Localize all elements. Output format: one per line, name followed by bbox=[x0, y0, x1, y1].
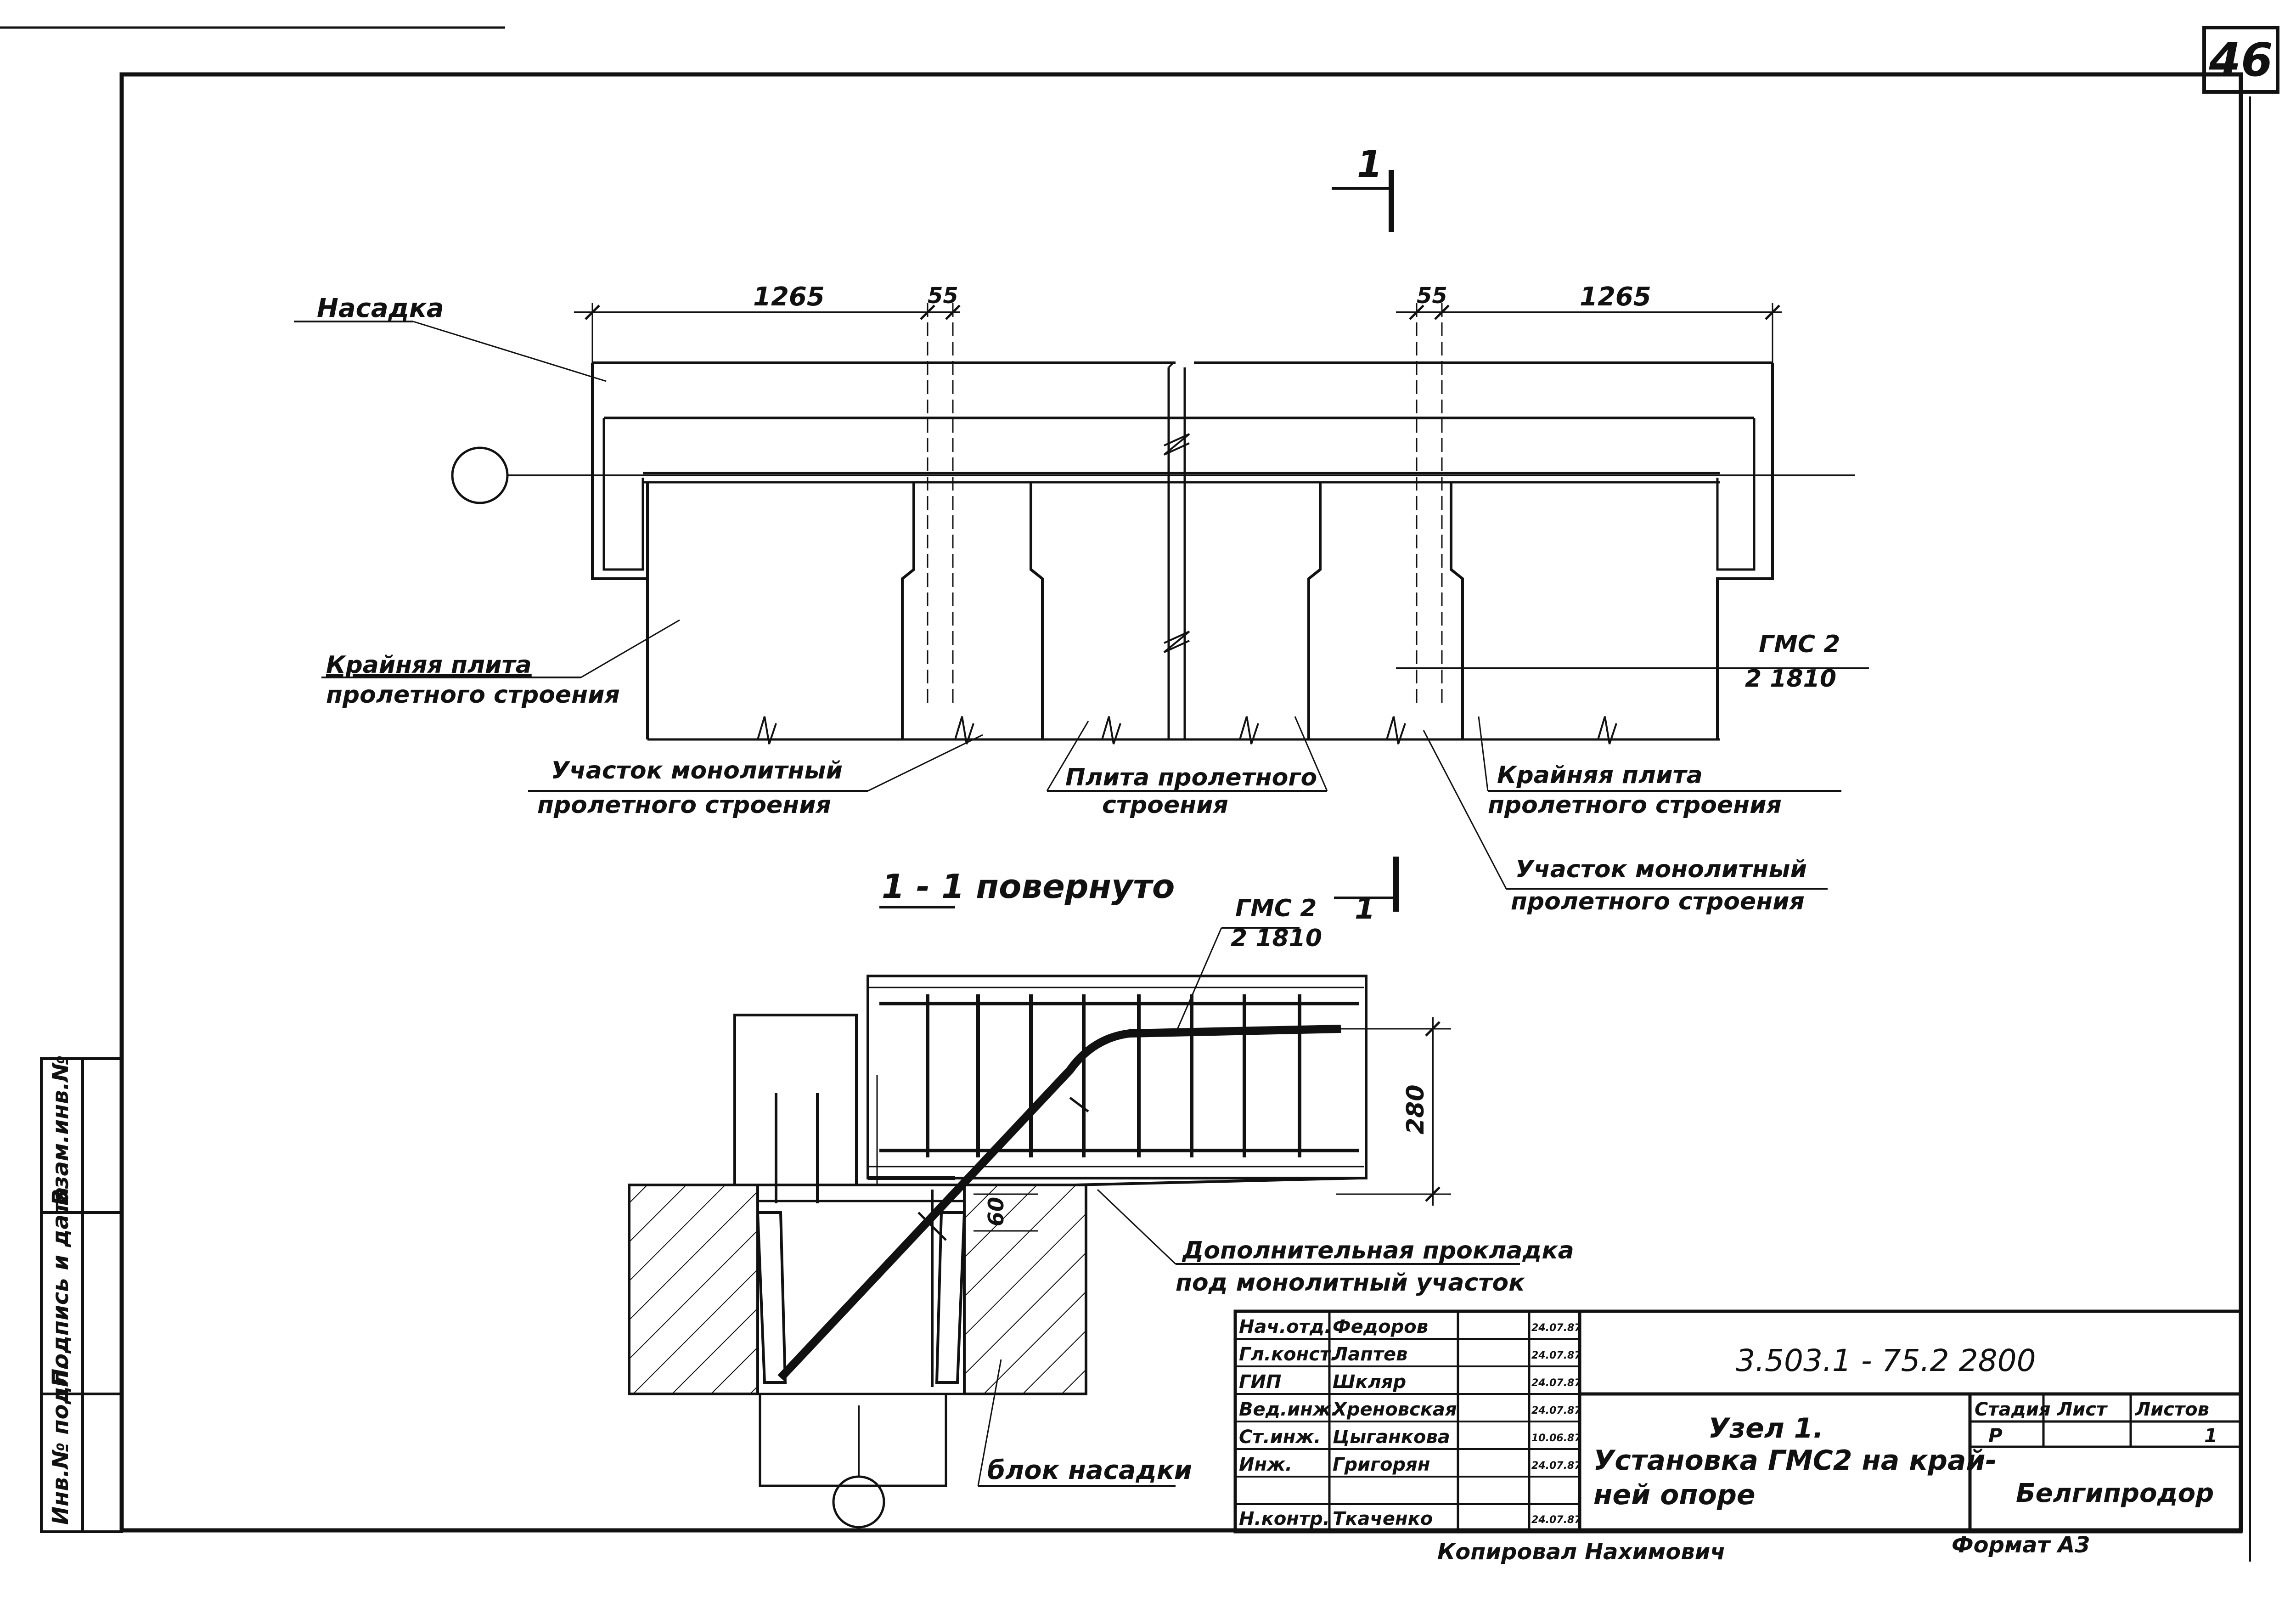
tb-name-0: Федоров bbox=[1333, 1316, 1428, 1337]
tb-name-5: Григорян bbox=[1333, 1454, 1430, 1475]
pad-label-2: под монолитный участок bbox=[1176, 1269, 1525, 1297]
tb-role-0: Нач.отд. bbox=[1239, 1316, 1331, 1337]
section-gmc-2: 2 1810 bbox=[1231, 925, 1322, 952]
tb-sheets-label: Листов bbox=[2135, 1399, 2209, 1420]
monolithic-slab bbox=[867, 975, 1367, 1179]
tb-title-2: Установка ГМС2 на край- bbox=[1593, 1444, 1997, 1477]
tb-name-6: Ткаченко bbox=[1333, 1508, 1433, 1529]
callout-edge-slab-left-2: пролетного строения bbox=[326, 681, 620, 709]
section-title: 1 - 1 повернуто bbox=[882, 867, 1175, 906]
tb-date-4: 10.06.87 bbox=[1531, 1433, 1581, 1444]
pad-callout: Дополнительная прокладка под монолитный … bbox=[1097, 1189, 1574, 1297]
section-mark-top: 1 bbox=[1332, 143, 1394, 232]
tb-role-5: Инж. bbox=[1239, 1454, 1292, 1475]
tb-role-1: Гл.конст. bbox=[1239, 1344, 1337, 1365]
sheet-number-box: 46 bbox=[2202, 26, 2279, 94]
dim-280-group: 280 bbox=[1336, 1017, 1451, 1206]
tb-copied: Копировал Нахимович bbox=[1437, 1539, 1725, 1565]
section-gmc-1: ГМС 2 bbox=[1235, 895, 1317, 922]
tb-name-4: Цыганкова bbox=[1333, 1427, 1450, 1448]
sheet-number: 46 bbox=[2208, 33, 2273, 87]
slab-top bbox=[643, 472, 1720, 484]
section-mark-lower: 1 bbox=[1334, 857, 1399, 926]
callout-slab-center-1: Плита пролетного bbox=[1065, 764, 1317, 791]
callout-nasadka: Насадка bbox=[317, 293, 444, 323]
tb-role-4: Ст.инж. bbox=[1239, 1427, 1321, 1448]
callout-edge-slab-right-2: пролетного строения bbox=[1488, 791, 1782, 819]
dim-1265-left: 1265 bbox=[753, 282, 825, 312]
pad-label-1: Дополнительная прокладка bbox=[1182, 1237, 1574, 1264]
dim-1265-right: 1265 bbox=[1580, 282, 1651, 312]
sheet-frame: Инв.№ подл. Подпись и дата Взам.инв.№ 46 bbox=[0, 26, 2279, 1562]
callout-gmc-2: 2 1810 bbox=[1745, 665, 1836, 693]
callout-mono-left-1: Участок монолитный bbox=[551, 757, 843, 784]
callout-edge-slab-left-1: Крайняя плита bbox=[326, 651, 532, 679]
dim-60: 60 bbox=[984, 1197, 1008, 1226]
slabs-outline bbox=[646, 362, 1720, 745]
pier-block bbox=[628, 1014, 1360, 1529]
tb-org: Белгипродор bbox=[2016, 1478, 2214, 1508]
tb-stage: Р bbox=[1988, 1424, 2003, 1447]
axis-left bbox=[451, 446, 1855, 504]
margin-label-replace: Взам.инв.№ bbox=[48, 1055, 73, 1206]
tb-role-3: Вед.инж. bbox=[1239, 1399, 1338, 1420]
plan-dimensions: 1265 55 55 1265 bbox=[574, 282, 1782, 707]
callout-gmc-1: ГМС 2 bbox=[1759, 631, 1840, 658]
tb-date-6: 24.07.87 bbox=[1531, 1514, 1581, 1526]
tb-sheet-label: Лист bbox=[2057, 1399, 2108, 1420]
cap-beam bbox=[591, 361, 1774, 739]
tb-role-2: ГИП bbox=[1239, 1371, 1281, 1393]
tb-code: 3.503.1 - 75.2 2800 bbox=[1736, 1343, 2036, 1378]
tb-stage-label: Стадия bbox=[1975, 1399, 2051, 1420]
callout-edge-slab-right-1: Крайняя плита bbox=[1497, 762, 1703, 789]
dim-55-right: 55 bbox=[1417, 283, 1447, 309]
section-view: 1 - 1 повернуто 1 bbox=[628, 857, 1574, 1529]
tb-date-2: 24.07.87 bbox=[1531, 1377, 1581, 1389]
title-block: Нач.отд. Федоров 24.07.87 Гл.конст. Лапт… bbox=[1233, 1309, 2243, 1565]
callout-mono-right-2: пролетного строения bbox=[1511, 888, 1805, 915]
tb-sheets: 1 bbox=[2204, 1424, 2217, 1447]
section-gmc-label: ГМС 2 2 1810 bbox=[1175, 895, 1322, 1034]
tb-role-6: Н.контр. bbox=[1239, 1508, 1330, 1529]
dim-280: 280 bbox=[1402, 1084, 1429, 1134]
callout-mono-right-1: Участок монолитный bbox=[1515, 856, 1807, 883]
tb-date-3: 24.07.87 bbox=[1531, 1405, 1581, 1416]
dim-60-group: 60 bbox=[974, 1193, 1038, 1232]
tb-date-0: 24.07.87 bbox=[1531, 1322, 1581, 1334]
callout-slab-center-2: строения bbox=[1102, 791, 1228, 819]
margin-label-sign: Подпись и дата bbox=[48, 1187, 73, 1387]
left-stamp: Инв.№ подл. Подпись и дата Взам.инв.№ bbox=[40, 1055, 123, 1533]
tb-name-2: Шкляр bbox=[1333, 1371, 1406, 1393]
tb-format: Формат А3 bbox=[1952, 1532, 2090, 1558]
callout-mono-left-2: пролетного строения bbox=[537, 791, 831, 819]
plan-callouts: Насадка Крайняя плита пролетного строени… bbox=[294, 293, 1869, 915]
plan-view: 1 1265 55 55 1265 bbox=[294, 143, 1869, 915]
tb-name-1: Лаптев bbox=[1332, 1344, 1407, 1365]
section-mark-top-label: 1 bbox=[1357, 143, 1383, 186]
tb-date-5: 24.07.87 bbox=[1531, 1460, 1581, 1472]
section-mark-lower-label: 1 bbox=[1355, 892, 1375, 926]
tb-title-1: Узел 1. bbox=[1708, 1412, 1823, 1444]
tb-name-3: Хреновская bbox=[1331, 1399, 1457, 1420]
gmc-bar bbox=[777, 1025, 1341, 1381]
block-label: блок насадки bbox=[987, 1455, 1192, 1485]
tb-title-3: ней опоре bbox=[1593, 1479, 1756, 1511]
tb-date-1: 24.07.87 bbox=[1531, 1350, 1581, 1361]
margin-label-inv: Инв.№ подл. bbox=[48, 1362, 73, 1525]
dim-55-left: 55 bbox=[928, 283, 958, 309]
block-callout: блок насадки bbox=[977, 1359, 1192, 1487]
